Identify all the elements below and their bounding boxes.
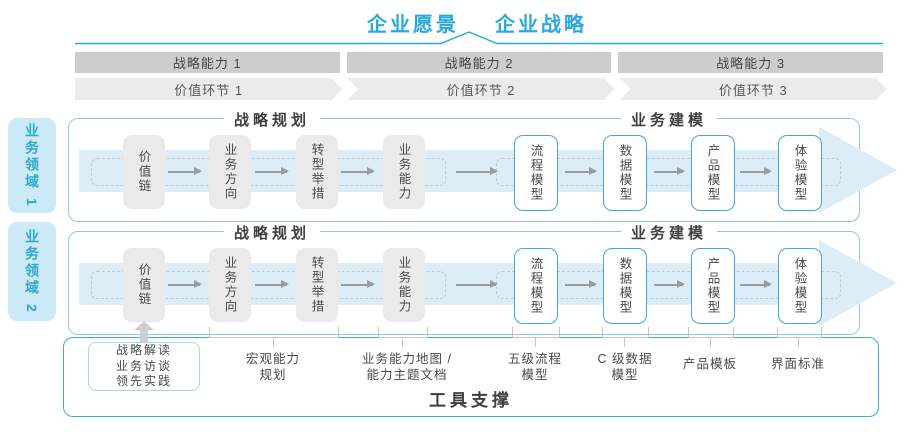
value-link-row: 价值环节 1 价值环节 2 价值环节 3	[75, 78, 887, 100]
flow-arrow-icon	[341, 168, 375, 175]
bracket-tick	[709, 337, 711, 347]
annotation-ui-standard: 界面标准	[770, 357, 826, 371]
business-domain-row-2: 战略规划 业务建模 价值链 业务方向 转型举措 业务能力 流程模型 数据模型 产…	[68, 222, 897, 335]
flow-arrow-icon	[565, 168, 597, 175]
big-arrow-icon	[819, 127, 897, 213]
value-link-3: 价值环节 3	[620, 78, 887, 100]
source-line: 业务访谈	[115, 358, 172, 373]
box-value-chain: 价值链	[123, 135, 165, 209]
bracket-icon	[688, 327, 734, 338]
flow-arrow-icon	[565, 281, 597, 288]
bracket-tick	[272, 337, 274, 347]
modeling-header: 业务建模	[620, 222, 718, 243]
box-business-capability: 业务能力	[383, 248, 425, 322]
strategic-capability-3: 战略能力 3	[618, 52, 884, 73]
box-business-capability: 业务能力	[383, 135, 425, 209]
bracket-icon	[602, 327, 649, 338]
modeling-header: 业务建模	[620, 109, 718, 130]
flow-arrow-icon	[654, 168, 685, 175]
flow-arrow-icon	[456, 281, 498, 288]
box-product-model: 产品模型	[691, 248, 735, 324]
bracket-icon	[209, 327, 339, 338]
box-process-model: 流程模型	[514, 135, 558, 211]
box-product-model: 产品模型	[691, 135, 735, 211]
tool-support-container: 工具支撑	[63, 337, 879, 417]
flow-arrow-icon	[255, 168, 289, 175]
flow-arrow-icon	[654, 281, 685, 288]
source-line: 战略解读	[115, 343, 172, 358]
bracket-icon	[777, 327, 822, 338]
box-transformation: 转型举措	[296, 248, 338, 322]
flow-arrow-icon	[740, 281, 772, 288]
annotation-process-model: 五级流程 模型	[507, 352, 563, 383]
dashed-lane-planning	[91, 271, 446, 299]
box-business-direction: 业务方向	[209, 248, 251, 322]
flow-arrow-icon	[168, 168, 202, 175]
flow-arrow-icon	[740, 168, 772, 175]
dashed-lane-planning	[91, 158, 446, 186]
domain-label-2: 业务领域 2	[8, 222, 56, 321]
bracket-tick	[534, 337, 536, 347]
title-underline-peak	[75, 31, 883, 45]
strategy-sources-box: 战略解读 业务访谈 领先实践	[88, 342, 200, 391]
bracket-tick	[624, 337, 626, 347]
annotation-data-model: C 级数据 模型	[597, 352, 653, 383]
annotation-macro-capability: 宏观能力 规划	[245, 352, 301, 383]
box-business-direction: 业务方向	[209, 135, 251, 209]
bracket-icon	[512, 327, 560, 338]
tool-support-label: 工具支撑	[429, 391, 513, 410]
annotation-capability-map: 业务能力地图 / 能力主题文档	[362, 352, 452, 383]
bracket-icon	[378, 327, 428, 338]
flow-arrow-icon	[341, 281, 375, 288]
box-data-model: 数据模型	[603, 248, 647, 324]
value-link-2: 价值环节 2	[347, 78, 614, 100]
box-data-model: 数据模型	[603, 135, 647, 211]
flow-arrow-icon	[168, 281, 202, 288]
box-experience-model: 体验模型	[778, 248, 822, 324]
strategic-capability-2: 战略能力 2	[346, 52, 612, 73]
planning-header: 战略规划	[223, 109, 321, 130]
page-title: 企业愿景 企业战略	[367, 8, 587, 37]
source-line: 领先实践	[115, 374, 172, 389]
vision-title: 企业愿景	[367, 14, 459, 36]
box-process-model: 流程模型	[514, 248, 558, 324]
domain-label-1: 业务领域 1	[8, 118, 56, 213]
flow-arrow-icon	[456, 168, 498, 175]
big-arrow-icon	[819, 240, 897, 326]
flow-arrow-icon	[255, 281, 289, 288]
planning-header: 战略规划	[223, 222, 321, 243]
bracket-tick	[798, 337, 800, 347]
box-experience-model: 体验模型	[778, 135, 822, 211]
annotation-product-template: 产品模板	[682, 357, 738, 371]
value-link-1: 价值环节 1	[75, 78, 342, 100]
strategic-capability-row: 战略能力 1 战略能力 2 战略能力 3	[75, 52, 884, 73]
strategic-capability-1: 战略能力 1	[75, 52, 340, 73]
box-value-chain: 价值链	[123, 248, 165, 322]
box-transformation: 转型举措	[296, 135, 338, 209]
strategy-title: 企业战略	[495, 14, 587, 36]
business-domain-row-1: 战略规划 业务建模 价值链 业务方向 转型举措 业务能力 流程模型 数据模型 产…	[68, 109, 897, 222]
bracket-tick	[401, 337, 403, 347]
